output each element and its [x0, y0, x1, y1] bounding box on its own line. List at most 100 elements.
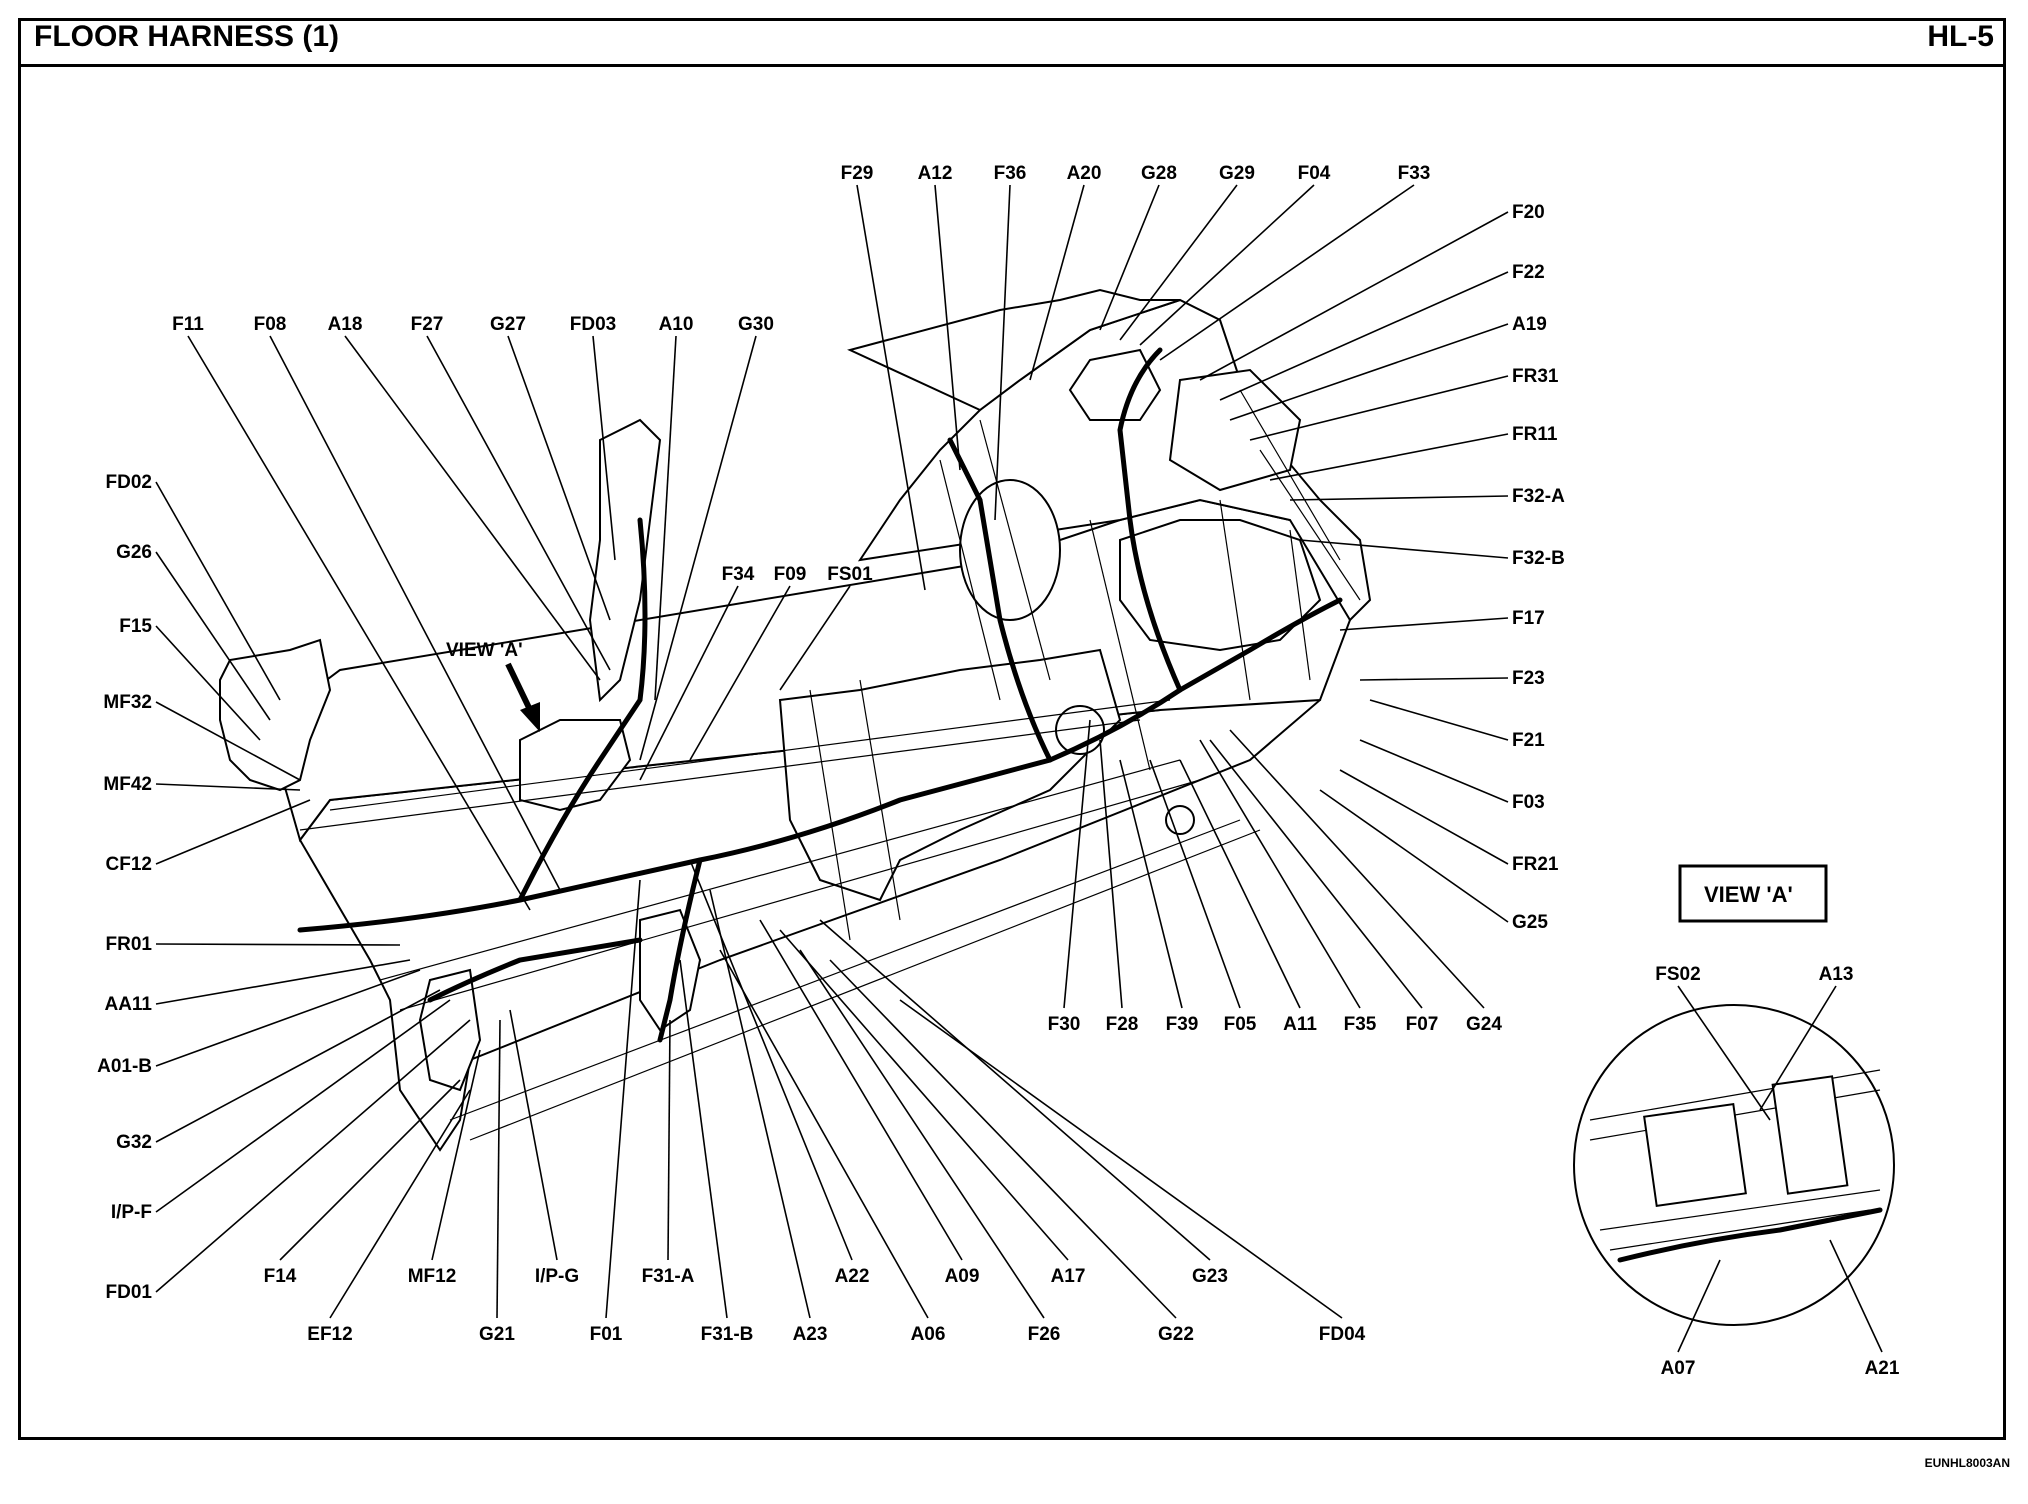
connector-label: CF12	[106, 854, 152, 875]
connector-label: G21	[479, 1324, 515, 1345]
connector-label: F32-B	[1512, 548, 1565, 569]
connector-label: MF32	[103, 692, 152, 713]
header-divider	[18, 64, 2006, 67]
leader-line	[709, 889, 811, 1319]
connector-label: F27	[411, 314, 444, 335]
view-a-pointer: VIEW 'A'	[446, 640, 540, 732]
leader-line	[1759, 985, 1837, 1111]
connector-label: FD02	[106, 472, 152, 493]
connector-label: F32-A	[1512, 486, 1565, 507]
leader-line	[1119, 759, 1183, 1009]
connector-label: MF42	[103, 774, 152, 795]
connector-label: F34	[722, 564, 755, 585]
leader-line	[155, 783, 301, 791]
view-a-arrow-label: VIEW 'A'	[446, 640, 523, 661]
leader-line	[1149, 759, 1241, 1009]
connector-label: F39	[1166, 1014, 1199, 1035]
leader-line	[187, 335, 531, 911]
connector-label: F08	[254, 314, 287, 335]
view-a-title: VIEW 'A'	[1704, 882, 1793, 907]
leader-line	[592, 335, 616, 561]
leader-line	[759, 919, 963, 1261]
leader-line	[799, 949, 1045, 1319]
leader-line	[605, 879, 641, 1319]
leader-line	[1199, 211, 1509, 381]
leader-line	[155, 799, 311, 865]
connector-label: FD03	[570, 314, 616, 335]
leader-line	[1319, 789, 1509, 923]
connector-label: F22	[1512, 262, 1545, 283]
leader-line	[689, 585, 791, 761]
leader-line	[1249, 375, 1509, 441]
leader-line	[1677, 985, 1771, 1121]
leader-line	[155, 701, 301, 781]
leader-line	[779, 585, 851, 691]
connector-label: G30	[738, 314, 774, 335]
leader-line	[667, 1019, 671, 1261]
connector-label: I/P-G	[535, 1266, 579, 1287]
connector-label: F11	[172, 314, 204, 335]
leader-line	[426, 335, 611, 671]
leader-line	[279, 1079, 461, 1261]
connector-label: FR21	[1512, 854, 1559, 875]
connector-label: A11	[1283, 1014, 1317, 1035]
leader-line	[155, 625, 261, 741]
leader-line	[719, 949, 929, 1319]
leader-line	[1359, 739, 1509, 803]
connector-label: F20	[1512, 202, 1545, 223]
connector-label: MF12	[408, 1266, 457, 1287]
connector-label: F14	[264, 1266, 297, 1287]
leader-line	[1099, 184, 1160, 331]
leader-line	[155, 481, 281, 701]
connector-label: F03	[1512, 792, 1545, 813]
connector-label: F31-B	[701, 1324, 754, 1345]
connector-label: F17	[1512, 608, 1545, 629]
leader-line	[155, 999, 451, 1213]
connector-label: F30	[1048, 1014, 1081, 1035]
leader-line	[829, 959, 1177, 1319]
leader-line	[1359, 677, 1509, 681]
connector-label: F01	[590, 1324, 623, 1345]
connector-label: FS01	[827, 564, 873, 585]
leader-line	[1299, 539, 1509, 559]
leader-line	[1199, 739, 1361, 1009]
leader-line	[1229, 323, 1509, 421]
leader-line	[1219, 271, 1509, 401]
connector-label: F05	[1224, 1014, 1257, 1035]
leader-line	[155, 1019, 471, 1293]
connector-label: A23	[793, 1324, 828, 1345]
leader-line	[1829, 1239, 1883, 1353]
leader-line	[496, 1019, 501, 1319]
leader-line	[1063, 719, 1091, 1009]
leader-line	[155, 959, 411, 1005]
leader-line	[155, 551, 271, 721]
connector-label: A10	[659, 314, 694, 335]
leader-line	[155, 989, 441, 1143]
connector-label: A21	[1865, 1358, 1900, 1379]
connector-label: A22	[835, 1266, 870, 1287]
connector-label: F28	[1106, 1014, 1139, 1035]
connector-label: EF12	[307, 1324, 352, 1345]
leader-line	[1179, 759, 1301, 1009]
connector-label: F15	[119, 616, 152, 637]
connector-label: F36	[994, 163, 1027, 184]
leader-line	[1159, 184, 1415, 361]
connector-label: A18	[328, 314, 363, 335]
connector-label: A09	[945, 1266, 980, 1287]
connector-label: A17	[1051, 1266, 1086, 1287]
connector-label: F23	[1512, 668, 1545, 689]
leader-line	[654, 335, 677, 701]
connector-label: F09	[774, 564, 807, 585]
connector-label: G26	[116, 542, 152, 563]
leader-line	[994, 184, 1011, 521]
connector-label: A13	[1819, 964, 1854, 985]
leader-line	[1029, 184, 1085, 381]
leader-line	[344, 335, 601, 681]
connector-label: FR11	[1512, 424, 1558, 445]
connector-label: FD04	[1319, 1324, 1366, 1345]
connector-label: G32	[116, 1132, 152, 1153]
leader-line	[819, 919, 1211, 1261]
connector-label: G22	[1158, 1324, 1194, 1345]
